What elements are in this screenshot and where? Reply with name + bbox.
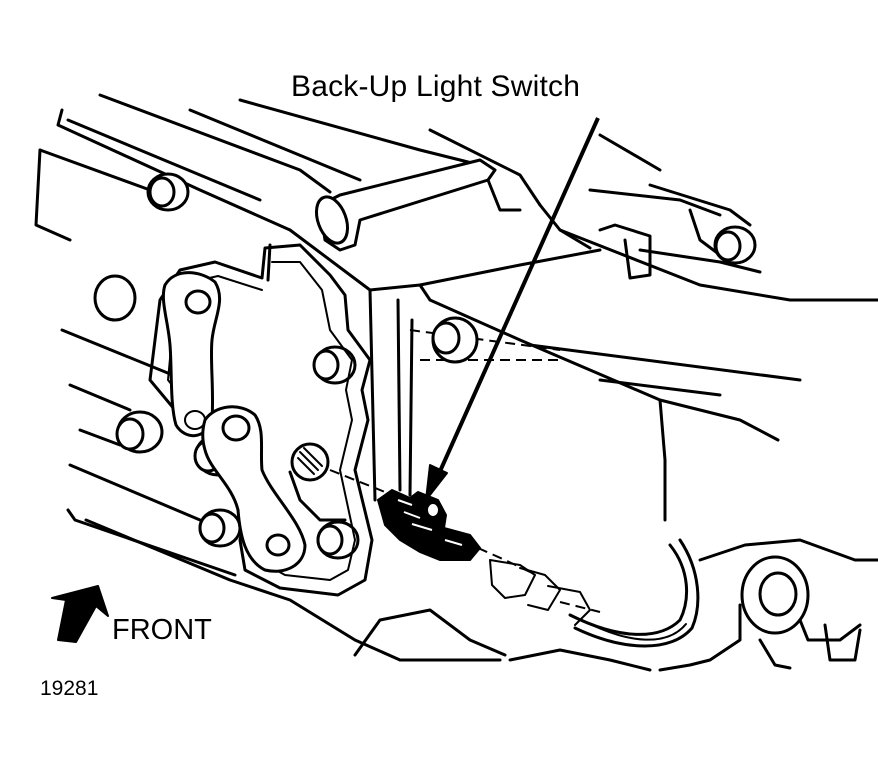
shift-lever-upper	[161, 271, 222, 438]
figure-number: 19281	[40, 677, 99, 700]
bolt	[316, 520, 360, 560]
bolt	[198, 508, 242, 548]
bolt	[713, 225, 757, 265]
bolt	[93, 274, 137, 322]
front-arrow-icon	[51, 585, 109, 643]
bolt	[431, 316, 479, 364]
bolt	[312, 345, 357, 385]
mount-flange	[658, 538, 878, 672]
callout-label: Back-Up Light Switch	[291, 70, 581, 103]
back-up-light-switch	[376, 488, 482, 561]
front-label: FRONT	[112, 614, 212, 646]
bolt	[146, 172, 190, 212]
transmission-case	[34, 93, 878, 672]
shift-lever-lower	[201, 405, 307, 573]
switch-port	[288, 442, 386, 522]
callout-leader	[425, 117, 600, 501]
bolt	[115, 410, 164, 454]
wiring-harness	[477, 538, 700, 648]
